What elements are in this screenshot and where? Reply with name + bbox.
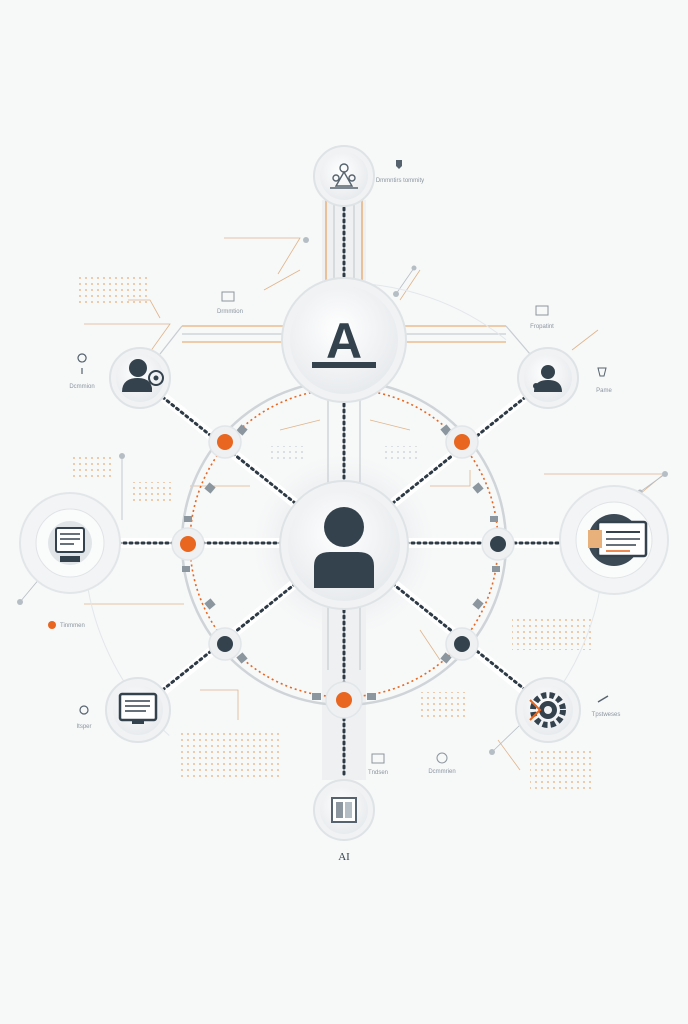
user-settings-icon [122,359,164,392]
organization-icon [330,163,358,189]
junction-left [171,527,205,561]
junction-lower-left [208,627,242,661]
junction-right [481,527,515,561]
caption-upper-left-mid: Drmmtion [217,309,243,315]
document-icon [55,527,85,562]
node-left-lower-caption: Itsper [76,724,91,730]
junction-upper-left [208,425,242,459]
node-left-middle-caption: Tinmmen [60,623,85,629]
annotation-lines [84,237,666,771]
caption-bottom-right: Dcmmrien [428,769,455,775]
node-left-middle[interactable] [19,492,121,594]
floating-labels: Drmmtion Fropatint Tndsen Dcmmrien [217,291,554,776]
horizontal-rails [159,325,531,355]
node-top-caption: Dmmntirs tommity [376,178,424,184]
user-icon [533,365,562,392]
top-caption-group: Dmmntirs tommity [376,160,424,184]
right-upper-caption-group: Pame [596,367,612,394]
connector-squares [182,424,500,700]
node-bottom[interactable] [313,779,375,841]
gear-icon [529,692,566,728]
center-hub [279,480,409,610]
archive-icon [331,797,357,823]
pin-lines [19,267,666,753]
node-right-middle[interactable] [559,485,669,595]
caption-upper-right-mid: Fropatint [530,324,554,330]
monitor-icon [118,692,158,724]
node-left-upper-caption: Dcmmion [69,384,94,390]
person-icon [314,507,374,588]
junction-lower-right [445,627,479,661]
node-top[interactable] [313,145,375,207]
node-right-upper-caption: Pame [596,388,612,394]
dot-patterns [72,276,594,792]
ring-junctions [171,425,515,719]
junction-bottom [325,681,363,719]
node-left-upper[interactable] [109,347,171,409]
node-right-lower-caption: Tpstweses [592,712,621,718]
node-left-lower[interactable] [105,677,171,743]
document-window-icon [588,520,648,558]
top-hub-underline [312,362,376,368]
left-lower-caption-group: Itsper [76,705,92,730]
top-hub: A [281,277,407,403]
junction-upper-right [445,425,479,459]
node-right-lower[interactable] [515,677,581,743]
left-upper-caption-group: Dcmmion [69,353,95,390]
left-middle-caption-group: Tinmmen [48,621,85,629]
top-hub-letter: A [326,313,362,369]
right-lower-caption-group: Tpstweses [592,695,621,718]
node-right-upper[interactable] [517,347,579,409]
bottom-text: AI [338,851,350,863]
caption-bottom-left: Tndsen [368,770,388,776]
